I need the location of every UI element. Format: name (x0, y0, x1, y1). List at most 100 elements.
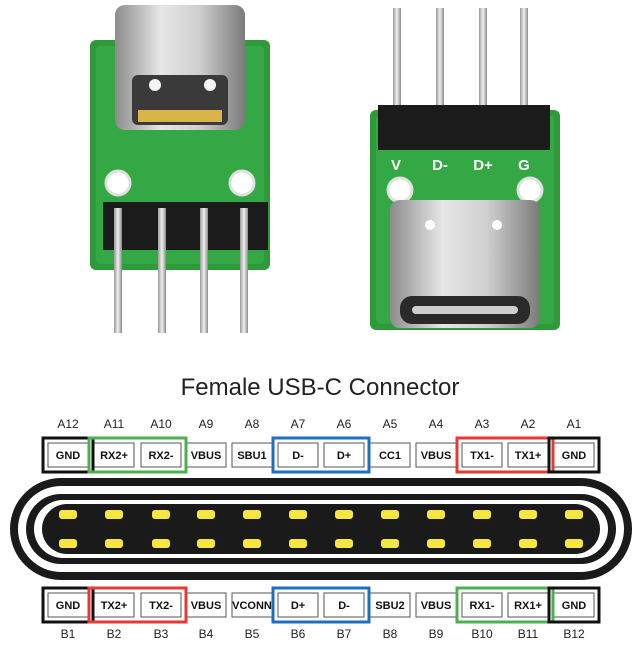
pin-code-a1: A1 (567, 417, 582, 431)
header-pin (479, 8, 487, 118)
pin-code-a12: A12 (57, 417, 79, 431)
contact-bottom-b2 (105, 539, 123, 548)
header-label-g: G (518, 157, 530, 174)
header-pin (114, 208, 122, 333)
pin-code-a7: A7 (291, 417, 306, 431)
group-gnd-b1 (41, 586, 95, 624)
pin-code-b9: B9 (429, 627, 444, 641)
pin-label-cc1: CC1 (379, 450, 401, 462)
pin-box-a9 (185, 442, 227, 468)
pin-box-b4 (185, 592, 227, 618)
pin-label-gnd: GND (56, 450, 81, 462)
contact-top-a10 (152, 510, 170, 519)
contact-bottom-b7 (335, 539, 353, 548)
contact-tongue (412, 306, 518, 314)
pin-box-b3 (140, 592, 182, 618)
pin-box-b7 (323, 592, 365, 618)
contact-pads (138, 110, 222, 122)
pin-label-sbu2: SBU2 (375, 600, 404, 612)
pin-box-b6 (277, 592, 319, 618)
pin-box-a4 (415, 442, 457, 468)
contact-top-a5 (381, 510, 399, 519)
connector-tongue (42, 504, 600, 554)
pin-label-tx1plus: TX1+ (515, 450, 542, 462)
pin-label-vconn: VCONN (232, 600, 272, 612)
group-tx1 (455, 436, 555, 474)
usb-c-breakout-board-left (90, 5, 270, 333)
pin-label-gnd: GND (56, 600, 81, 612)
group-rx2 (87, 436, 188, 474)
pin-box-b10 (461, 592, 503, 618)
pin-code-a2: A2 (521, 417, 536, 431)
pin-code-b6: B6 (291, 627, 306, 641)
contact-top-a12 (59, 510, 77, 519)
contact-bottom-b10 (473, 539, 491, 548)
contact-bottom-b12 (565, 539, 583, 548)
pin-code-a6: A6 (337, 417, 352, 431)
contact-top-a9 (197, 510, 215, 519)
contact-top-a2 (519, 510, 537, 519)
header-pin (393, 8, 401, 118)
contact-bottom-b9 (427, 539, 445, 548)
header-pin (158, 208, 166, 333)
pin-code-a11: A11 (104, 417, 125, 431)
pin-label-dplus: D+ (291, 600, 305, 612)
pin-header (378, 105, 550, 150)
group-rx1 (455, 586, 555, 624)
header-pin (200, 208, 208, 333)
pin-contacts (59, 510, 583, 548)
pin-label-tx2minus: TX2- (149, 600, 173, 612)
group-data-top (271, 436, 371, 474)
pin-box-b12 (553, 592, 595, 618)
header-label-dminus: D- (432, 157, 448, 174)
pin-label-vbus: VBUS (191, 600, 222, 612)
group-gnd-a1 (547, 436, 601, 474)
header-pin (240, 208, 248, 333)
pin-box-a3 (461, 442, 503, 468)
pin-label-gnd: GND (562, 600, 587, 612)
pin-code-b11: B11 (518, 627, 539, 641)
pin-code-b12: B12 (563, 627, 585, 641)
pin-code-b7: B7 (337, 627, 352, 641)
mounting-hole (104, 169, 132, 197)
header-label-v: V (391, 157, 401, 174)
pin-label-vbus: VBUS (421, 600, 452, 612)
contact-top-a6 (335, 510, 353, 519)
pin-label-sbu1: SBU1 (237, 450, 266, 462)
header-pin (520, 8, 528, 118)
contact-bottom-b1 (59, 539, 77, 548)
pin-label-dminus: D- (292, 450, 304, 462)
diagram-title: Female USB-C Connector (181, 374, 460, 401)
pin-box-b9 (415, 592, 457, 618)
header-pin (436, 8, 444, 118)
contact-top-a3 (473, 510, 491, 519)
contact-bottom-b8 (381, 539, 399, 548)
pin-label-vbus: VBUS (421, 450, 452, 462)
group-data-bottom (271, 586, 371, 624)
pin-code-b2: B2 (107, 627, 122, 641)
pin-code-b1: B1 (61, 627, 76, 641)
contact-bottom-b5 (243, 539, 261, 548)
pin-label-rx1plus: RX1+ (514, 600, 542, 612)
bottom-pin-groups (41, 586, 601, 624)
pin-label-rx2minus: RX2- (148, 450, 173, 462)
pin-code-b4: B4 (199, 627, 214, 641)
contact-top-a8 (243, 510, 261, 519)
contact-top-a7 (289, 510, 307, 519)
pin-label-dminus: D- (338, 600, 350, 612)
header-label-dplus: D+ (473, 157, 493, 174)
pin-label-tx1minus: TX1- (470, 450, 494, 462)
pin-code-a5: A5 (383, 417, 398, 431)
pin-box-b8 (369, 592, 411, 618)
contact-bottom-b3 (152, 539, 170, 548)
pin-box-a1 (553, 442, 595, 468)
contact-bottom-b4 (197, 539, 215, 548)
pin-label-vbus: VBUS (191, 450, 222, 462)
pin-box-b1 (47, 592, 89, 618)
contact-top-a1 (565, 510, 583, 519)
